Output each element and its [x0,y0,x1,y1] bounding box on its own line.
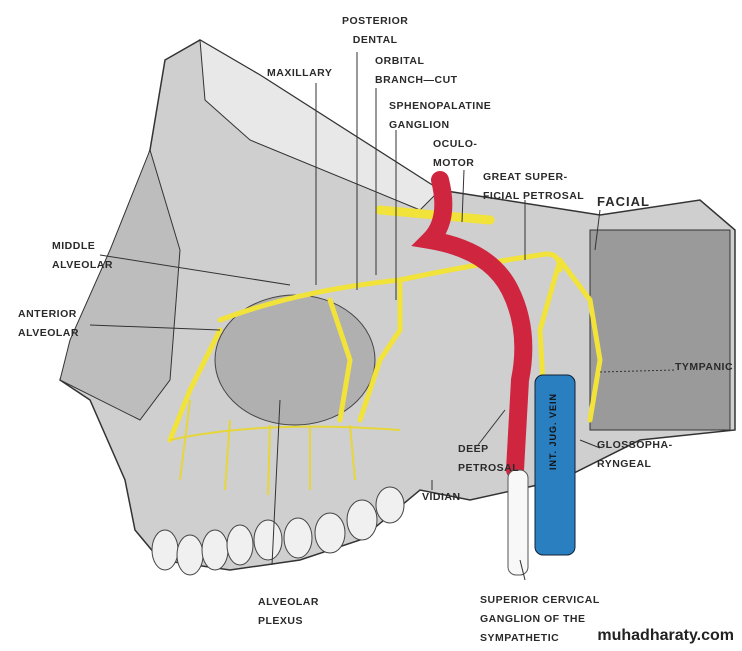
label-vidian: VIDIAN [422,491,461,503]
teeth [151,486,405,576]
nasal-bone [59,148,181,421]
label-glossopharyngeal: GLOSSOPHA- RYNGEAL [597,439,673,470]
label-oculomotor: OCULO- MOTOR [433,138,478,169]
label-sphenopalatine-ganglion: SPHENOPALATINE GANGLION [389,100,492,131]
label-int-jug-vein: INT. JUG. VEIN [548,392,558,470]
temporal-bone [589,229,731,431]
label-facial: FACIAL [597,194,650,209]
sympathetic-trunk [507,469,529,576]
label-orbital-branch: ORBITAL BRANCH—CUT [375,55,458,86]
label-tympanic: TYMPANIC [675,361,734,373]
label-middle-alveolar: MIDDLE ALVEOLAR [52,240,113,271]
watermark: muhadharaty.com [597,627,734,644]
label-great-superficial-petrosal: GREAT SUPER- FICIAL PETROSAL [483,171,585,202]
internal-jugular-vein [534,374,576,556]
label-superior-cervical-ganglion: SUPERIOR CERVICAL GANGLION OF THE SYMPAT… [480,594,600,644]
label-posterior-dental: POSTERIOR DENTAL [342,15,409,46]
alveolar-plexus [169,399,401,496]
label-alveolar-plexus: ALVEOLAR PLEXUS [258,596,319,627]
label-maxillary: MAXILLARY [267,67,333,79]
label-anterior-alveolar: ANTERIOR ALVEOLAR [18,308,79,339]
label-deep-petrosal: DEEP PETROSAL [458,443,520,474]
carotid-artery [411,171,533,479]
leader-lines [89,52,676,581]
